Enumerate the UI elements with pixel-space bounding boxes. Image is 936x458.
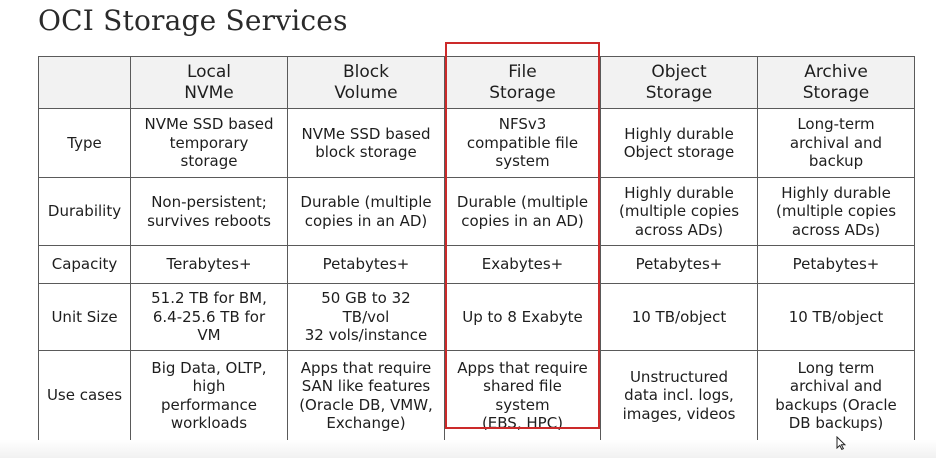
column-header-object-storage: Object Storage [600, 56, 758, 109]
table-cell: Durable (multiple copies in an AD) [287, 177, 445, 246]
table-cell: NVMe SSD based block storage [287, 108, 445, 178]
column-header-block-volume: Block Volume [287, 56, 445, 109]
table-cell: Petabytes+ [757, 245, 915, 284]
table-cell: Long-term archival and backup [757, 108, 915, 178]
column-header-file-storage: File Storage [444, 56, 601, 109]
table-cell: 10 TB/object [757, 283, 915, 351]
row-label-use-cases: Use cases [38, 350, 131, 441]
table-cell: Terabytes+ [130, 245, 288, 284]
table-row-type: Type NVMe SSD based temporary storage NV… [38, 108, 915, 178]
table-cell: 50 GB to 32 TB/vol 32 vols/instance [287, 283, 445, 351]
table-cell: Highly durable (multiple copies across A… [600, 177, 758, 246]
table-cell: Unstructured data incl. logs, images, vi… [600, 350, 758, 441]
row-label-capacity: Capacity [38, 245, 131, 284]
row-label-unit-size: Unit Size [38, 283, 131, 351]
table-cell: Exabytes+ [444, 245, 601, 284]
row-label-durability: Durability [38, 177, 131, 246]
storage-comparison-table: Local NVMe Block Volume File Storage Obj… [38, 56, 915, 441]
table-cell: Durable (multiple copies in an AD) [444, 177, 601, 246]
table-cell: Up to 8 Exabyte [444, 283, 601, 351]
table-cell: 51.2 TB for BM, 6.4-25.6 TB for VM [130, 283, 288, 351]
header-corner [38, 56, 131, 109]
table-cell: Long term archival and backups (Oracle D… [757, 350, 915, 441]
table-cell: Highly durable (multiple copies across A… [757, 177, 915, 246]
bottom-shade [0, 440, 936, 458]
table-cell: Big Data, OLTP, high performance workloa… [130, 350, 288, 441]
table-row-durability: Durability Non-persistent; survives rebo… [38, 177, 915, 246]
table-row-capacity: Capacity Terabytes+ Petabytes+ Exabytes+… [38, 245, 915, 284]
table-cell: Petabytes+ [600, 245, 758, 284]
page-title: OCI Storage Services [38, 4, 348, 37]
table-header-row: Local NVMe Block Volume File Storage Obj… [38, 56, 915, 109]
table-cell: NFSv3 compatible file system [444, 108, 601, 178]
table-cell: NVMe SSD based temporary storage [130, 108, 288, 178]
column-header-archive-storage: Archive Storage [757, 56, 915, 109]
table-row-unit-size: Unit Size 51.2 TB for BM, 6.4-25.6 TB fo… [38, 283, 915, 351]
row-label-type: Type [38, 108, 131, 178]
table-cell: Apps that require SAN like features (Ora… [287, 350, 445, 441]
column-header-local-nvme: Local NVMe [130, 56, 288, 109]
table-row-use-cases: Use cases Big Data, OLTP, high performan… [38, 350, 915, 441]
mouse-pointer-icon [836, 436, 846, 450]
table-cell: Petabytes+ [287, 245, 445, 284]
table-cell: 10 TB/object [600, 283, 758, 351]
table-cell: Apps that require shared file system (EB… [444, 350, 601, 441]
table-cell: Highly durable Object storage [600, 108, 758, 178]
table-cell: Non-persistent; survives reboots [130, 177, 288, 246]
